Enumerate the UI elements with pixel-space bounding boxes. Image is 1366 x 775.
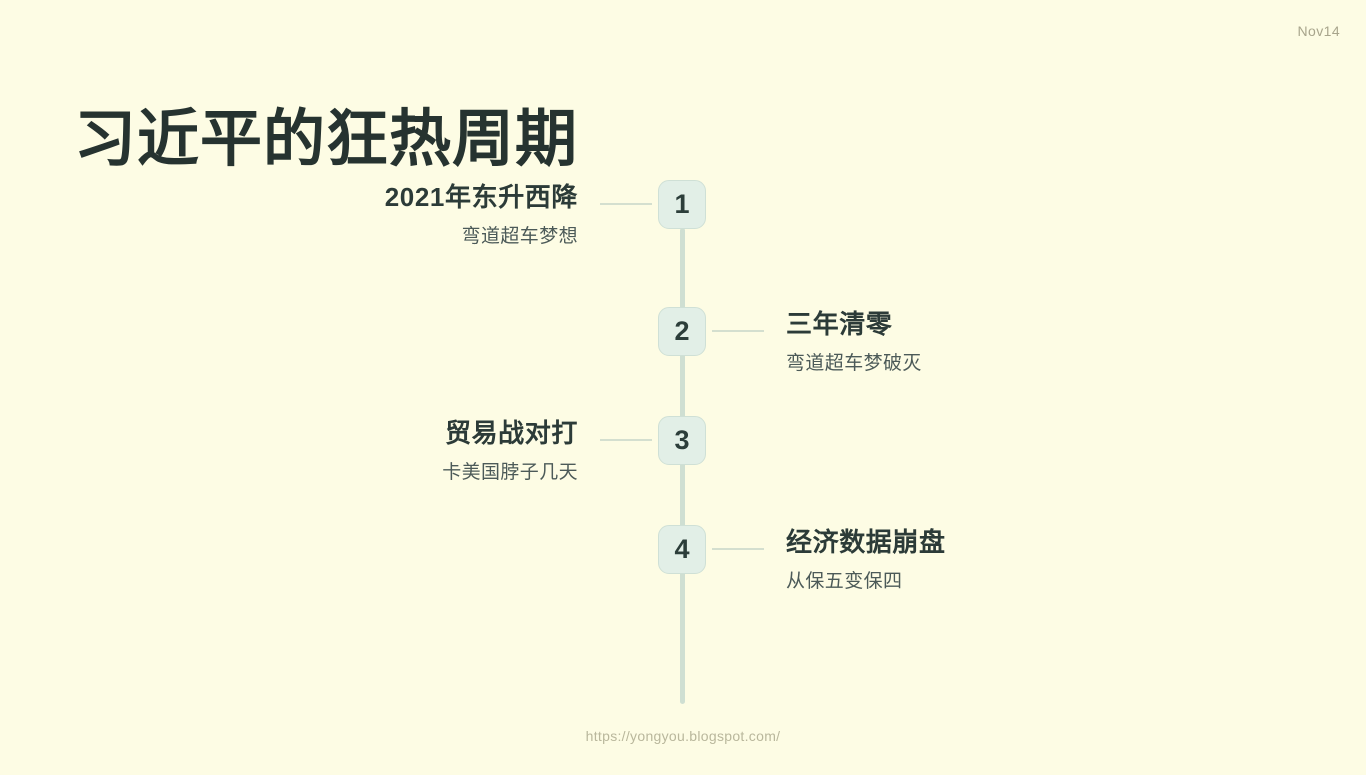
timeline-item-title: 2021年东升西降 <box>384 182 578 212</box>
timeline-step-badge[interactable]: 4 <box>658 525 706 574</box>
page-title: 习近平的狂热周期 <box>74 104 579 174</box>
timeline-connector-line <box>600 203 652 205</box>
timeline-step-badge[interactable]: 1 <box>658 180 706 229</box>
timeline-connector-line <box>712 330 764 332</box>
timeline-item-text: 经济数据崩盘从保五变保四 <box>786 525 1226 595</box>
timeline-item-subtitle: 从保五变保四 <box>786 571 903 592</box>
timeline-item-title: 贸易战对打 <box>444 418 578 448</box>
footer-url: https://yongyou.blogspot.com/ <box>585 728 781 744</box>
timeline-item-subtitle: 卡美国脖子几天 <box>442 462 578 483</box>
timeline-connector-line <box>712 548 764 550</box>
timeline-item-text: 2021年东升西降弯道超车梦想 <box>138 180 578 250</box>
timeline-spine <box>680 228 685 704</box>
timeline-connector-line <box>600 439 652 441</box>
timeline-item-subtitle: 弯道超车梦破灭 <box>786 353 922 374</box>
timeline-step-badge[interactable]: 3 <box>658 416 706 465</box>
timeline-step-badge[interactable]: 2 <box>658 307 706 356</box>
timeline-item-text: 三年清零弯道超车梦破灭 <box>786 307 1226 377</box>
timeline-item-title: 三年清零 <box>786 309 893 339</box>
timeline-item-title: 经济数据崩盘 <box>786 527 946 557</box>
timeline-item-text: 贸易战对打卡美国脖子几天 <box>138 416 578 486</box>
timeline-item-subtitle: 弯道超车梦想 <box>461 226 578 247</box>
date-stamp: Nov14 <box>1297 23 1340 39</box>
